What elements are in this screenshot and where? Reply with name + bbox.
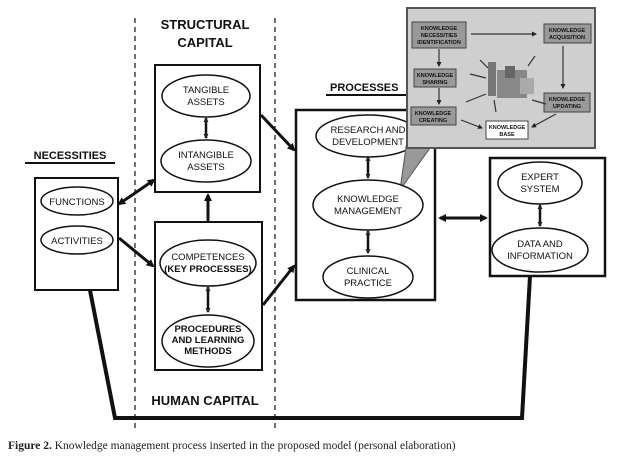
figure-caption: Figure 2. Knowledge management process i… <box>8 440 456 452</box>
svg-text:PROCEDURES: PROCEDURES <box>174 324 241 335</box>
necessities-label: NECESSITIES <box>34 150 107 162</box>
svg-text:INTANGIBLE: INTANGIBLE <box>178 150 234 161</box>
svg-text:SHARING: SHARING <box>422 80 447 86</box>
oval-research-development: RESEARCH AND DEVELOPMENT <box>315 114 421 158</box>
svg-text:DATA AND: DATA AND <box>517 239 563 250</box>
oval-data-information: DATA AND INFORMATION <box>491 227 589 273</box>
svg-text:PRACTICE: PRACTICE <box>344 278 392 289</box>
oval-functions: FUNCTIONS <box>40 186 114 216</box>
feedback-arrow <box>85 275 532 420</box>
svg-text:UPDATING: UPDATING <box>553 104 581 110</box>
svg-text:(KEY PROCESSES): (KEY PROCESSES) <box>164 264 251 275</box>
svg-text:ACTIVITIES: ACTIVITIES <box>51 236 103 247</box>
svg-text:METHODS: METHODS <box>184 346 232 357</box>
inset-box-sharing: KNOWLEDGE SHARING <box>413 68 457 88</box>
oval-tangible-assets: TANGIBLE ASSETS <box>161 74 251 118</box>
svg-text:NECESSITIES: NECESSITIES <box>421 33 458 39</box>
svg-text:KNOWLEDGE: KNOWLEDGE <box>489 125 526 131</box>
oval-procedures: PROCEDURES AND LEARNING METHODS <box>161 314 255 368</box>
svg-text:COMPETENCES: COMPETENCES <box>171 252 244 263</box>
inset-box-updating: KNOWLEDGE UPDATING <box>543 92 591 113</box>
arrow-human-processes <box>261 264 296 306</box>
oval-intangible-assets: INTANGIBLE ASSETS <box>160 139 252 183</box>
inset-box-base: KNOWLEDGE BASE <box>485 120 529 140</box>
svg-text:KNOWLEDGE: KNOWLEDGE <box>549 28 586 34</box>
human-capital-label: HUMAN CAPITAL <box>151 393 258 408</box>
svg-text:FUNCTIONS: FUNCTIONS <box>49 197 104 208</box>
svg-text:INFORMATION: INFORMATION <box>507 251 573 262</box>
inset-box-acquisition: KNOWLEDGE ACQUISITION <box>543 23 592 44</box>
inset-box-identification: KNOWLEDGE NECESSITIES IDENTIFICATION <box>411 21 467 49</box>
arrow-necessities-structural <box>117 178 156 206</box>
svg-text:KNOWLEDGE: KNOWLEDGE <box>337 194 399 205</box>
svg-text:EXPERT: EXPERT <box>521 172 559 183</box>
structural-capital-label-2: CAPITAL <box>177 35 232 50</box>
svg-text:ACQUISITION: ACQUISITION <box>549 35 585 41</box>
caption-text: Knowledge management process inserted in… <box>51 440 456 452</box>
arrow-activities-human <box>118 236 155 268</box>
svg-text:IDENTIFICATION: IDENTIFICATION <box>417 40 461 46</box>
oval-expert-system: EXPERT SYSTEM <box>497 161 583 205</box>
svg-text:CREATING: CREATING <box>419 118 447 124</box>
inset-people-illustration <box>465 55 547 113</box>
svg-text:DEVELOPMENT: DEVELOPMENT <box>332 137 404 148</box>
oval-clinical-practice: CLINICAL PRACTICE <box>322 255 414 299</box>
arrow-structural-processes <box>259 113 296 152</box>
svg-text:AND LEARNING: AND LEARNING <box>172 335 245 346</box>
svg-text:ASSETS: ASSETS <box>187 97 225 108</box>
oval-activities: ACTIVITIES <box>40 225 114 255</box>
svg-text:SYSTEM: SYSTEM <box>520 184 559 195</box>
svg-text:RESEARCH AND: RESEARCH AND <box>331 125 406 136</box>
oval-knowledge-management: KNOWLEDGE MANAGEMENT <box>312 179 424 231</box>
svg-text:KNOWLEDGE: KNOWLEDGE <box>415 111 452 117</box>
svg-text:BASE: BASE <box>499 132 515 138</box>
oval-competences: COMPETENCES (KEY PROCESSES) <box>159 239 257 287</box>
processes-label: PROCESSES <box>330 82 398 94</box>
svg-text:CLINICAL: CLINICAL <box>347 266 390 277</box>
svg-text:ASSETS: ASSETS <box>187 162 225 173</box>
svg-text:MANAGEMENT: MANAGEMENT <box>334 206 402 217</box>
svg-text:KNOWLEDGE: KNOWLEDGE <box>549 97 586 103</box>
caption-figure-number: Figure 2. <box>8 440 52 452</box>
svg-text:KNOWLEDGE: KNOWLEDGE <box>421 26 458 32</box>
structural-capital-label: STRUCTURAL <box>161 17 250 32</box>
km-cycle-inset: KNOWLEDGE NECESSITIES IDENTIFICATION KNO… <box>406 7 596 149</box>
svg-text:TANGIBLE: TANGIBLE <box>183 85 229 96</box>
inset-box-creating: KNOWLEDGE CREATING <box>410 106 457 126</box>
svg-text:KNOWLEDGE: KNOWLEDGE <box>417 73 454 79</box>
